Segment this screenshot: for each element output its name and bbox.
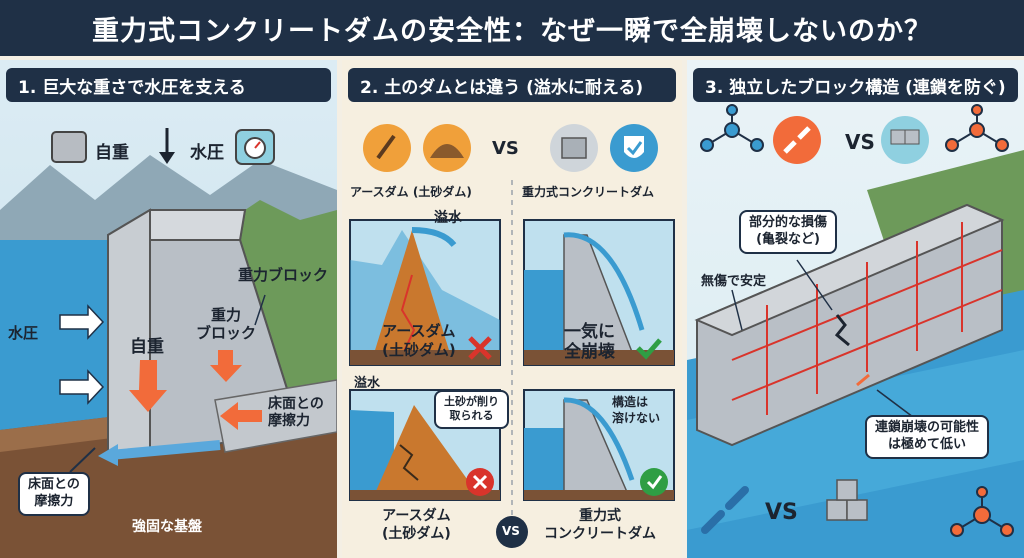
earth-dam-bottom-label: アースダム (土砂ダム) <box>382 508 451 542</box>
earth-dam-result-label: アースダム (土砂ダム) <box>382 322 456 359</box>
shield-check-icon <box>624 136 644 158</box>
chain-low-callout: 連鎖崩壊の可能性 は極めて低い <box>865 415 990 459</box>
friction-callout: 床面との 摩擦力 <box>18 472 90 516</box>
vs-top-label: VS <box>492 138 519 159</box>
gravity-block-inner-label: 重力 ブロック <box>196 306 257 342</box>
vs-top-label: VS <box>845 130 875 154</box>
soil-scour-callout: 土砂が削り 取られる <box>434 390 509 429</box>
gravity-dam-bottom-label: 重力式 コンクリートダム <box>544 508 656 542</box>
shovel-icon <box>376 134 396 160</box>
broken-chain-icon <box>783 126 811 154</box>
network-icon <box>700 104 764 152</box>
partial-damage-callout: 部分的な損傷 (亀裂など) <box>739 210 838 254</box>
undamaged-label: 無傷で安定 <box>701 274 767 289</box>
panel2-heading: 2. 土のダムとは違う (溢水に耐える) <box>348 68 676 102</box>
panel2-illustration <box>349 124 675 550</box>
concrete-block-icon <box>51 131 87 163</box>
panel3-heading: 3. 独立したブロック構造 (連鎖を防ぐ) <box>693 68 1018 102</box>
panel-weight: 1. 巨大な重さで水圧を支える 自重 水圧 重力ブロック 重力 ブロック 水圧 … <box>0 60 337 558</box>
self-weight-top-label: 自重 <box>95 143 129 163</box>
water-pressure-top-label: 水圧 <box>190 143 224 163</box>
title-text: 重力式コンクリートダムの安全性：なぜ一瞬で全崩壊しないのか？ <box>92 15 932 47</box>
gravity-dam-label: 重力式コンクリートダム <box>522 185 655 199</box>
panel-blocks: 3. 独立したブロック構造 (連鎖を防ぐ) VS 部分的な損傷 (亀裂など) 無… <box>687 60 1024 558</box>
network-icon <box>950 486 1014 537</box>
bedrock-label: 強固な基盤 <box>132 519 202 535</box>
self-weight-body-label: 自重 <box>130 337 164 357</box>
blocks-icon <box>826 479 868 521</box>
page-title: 重力式コンクリートダムの安全性：なぜ一瞬で全崩壊しないのか？ <box>0 0 1024 56</box>
panel1-heading: 1. 巨大な重さで水圧を支える <box>6 68 331 102</box>
overflow-label-2: 溢水 <box>354 376 381 391</box>
gravity-block-label: 重力ブロック <box>238 266 329 284</box>
overflow-label-1: 溢水 <box>434 210 462 226</box>
total-collapse-label: 一気に 全崩壊 <box>564 322 615 363</box>
broken-chain-icon <box>701 486 749 534</box>
vs-bottom-label: VS <box>765 500 798 525</box>
concrete-block-icon <box>561 137 587 159</box>
down-arrow-icon <box>159 152 175 164</box>
water-pressure-side-label: 水圧 <box>8 324 39 342</box>
panel3-illustration <box>687 104 1024 558</box>
earth-dam-label: アースダム (土砂ダム) <box>350 185 472 199</box>
panel1-illustration <box>0 128 337 558</box>
structure-intact-label: 構造は 溶けない <box>612 395 661 425</box>
panel-overflow: 2. 土のダムとは違う (溢水に耐える) VS アースダム (土砂ダム) 重力式… <box>342 60 682 558</box>
soil-pile-icon <box>430 144 464 158</box>
vs-bottom-label: VS <box>502 524 520 538</box>
friction-right-label: 床面との 摩擦力 <box>268 396 324 429</box>
blocks-icon <box>904 129 920 145</box>
